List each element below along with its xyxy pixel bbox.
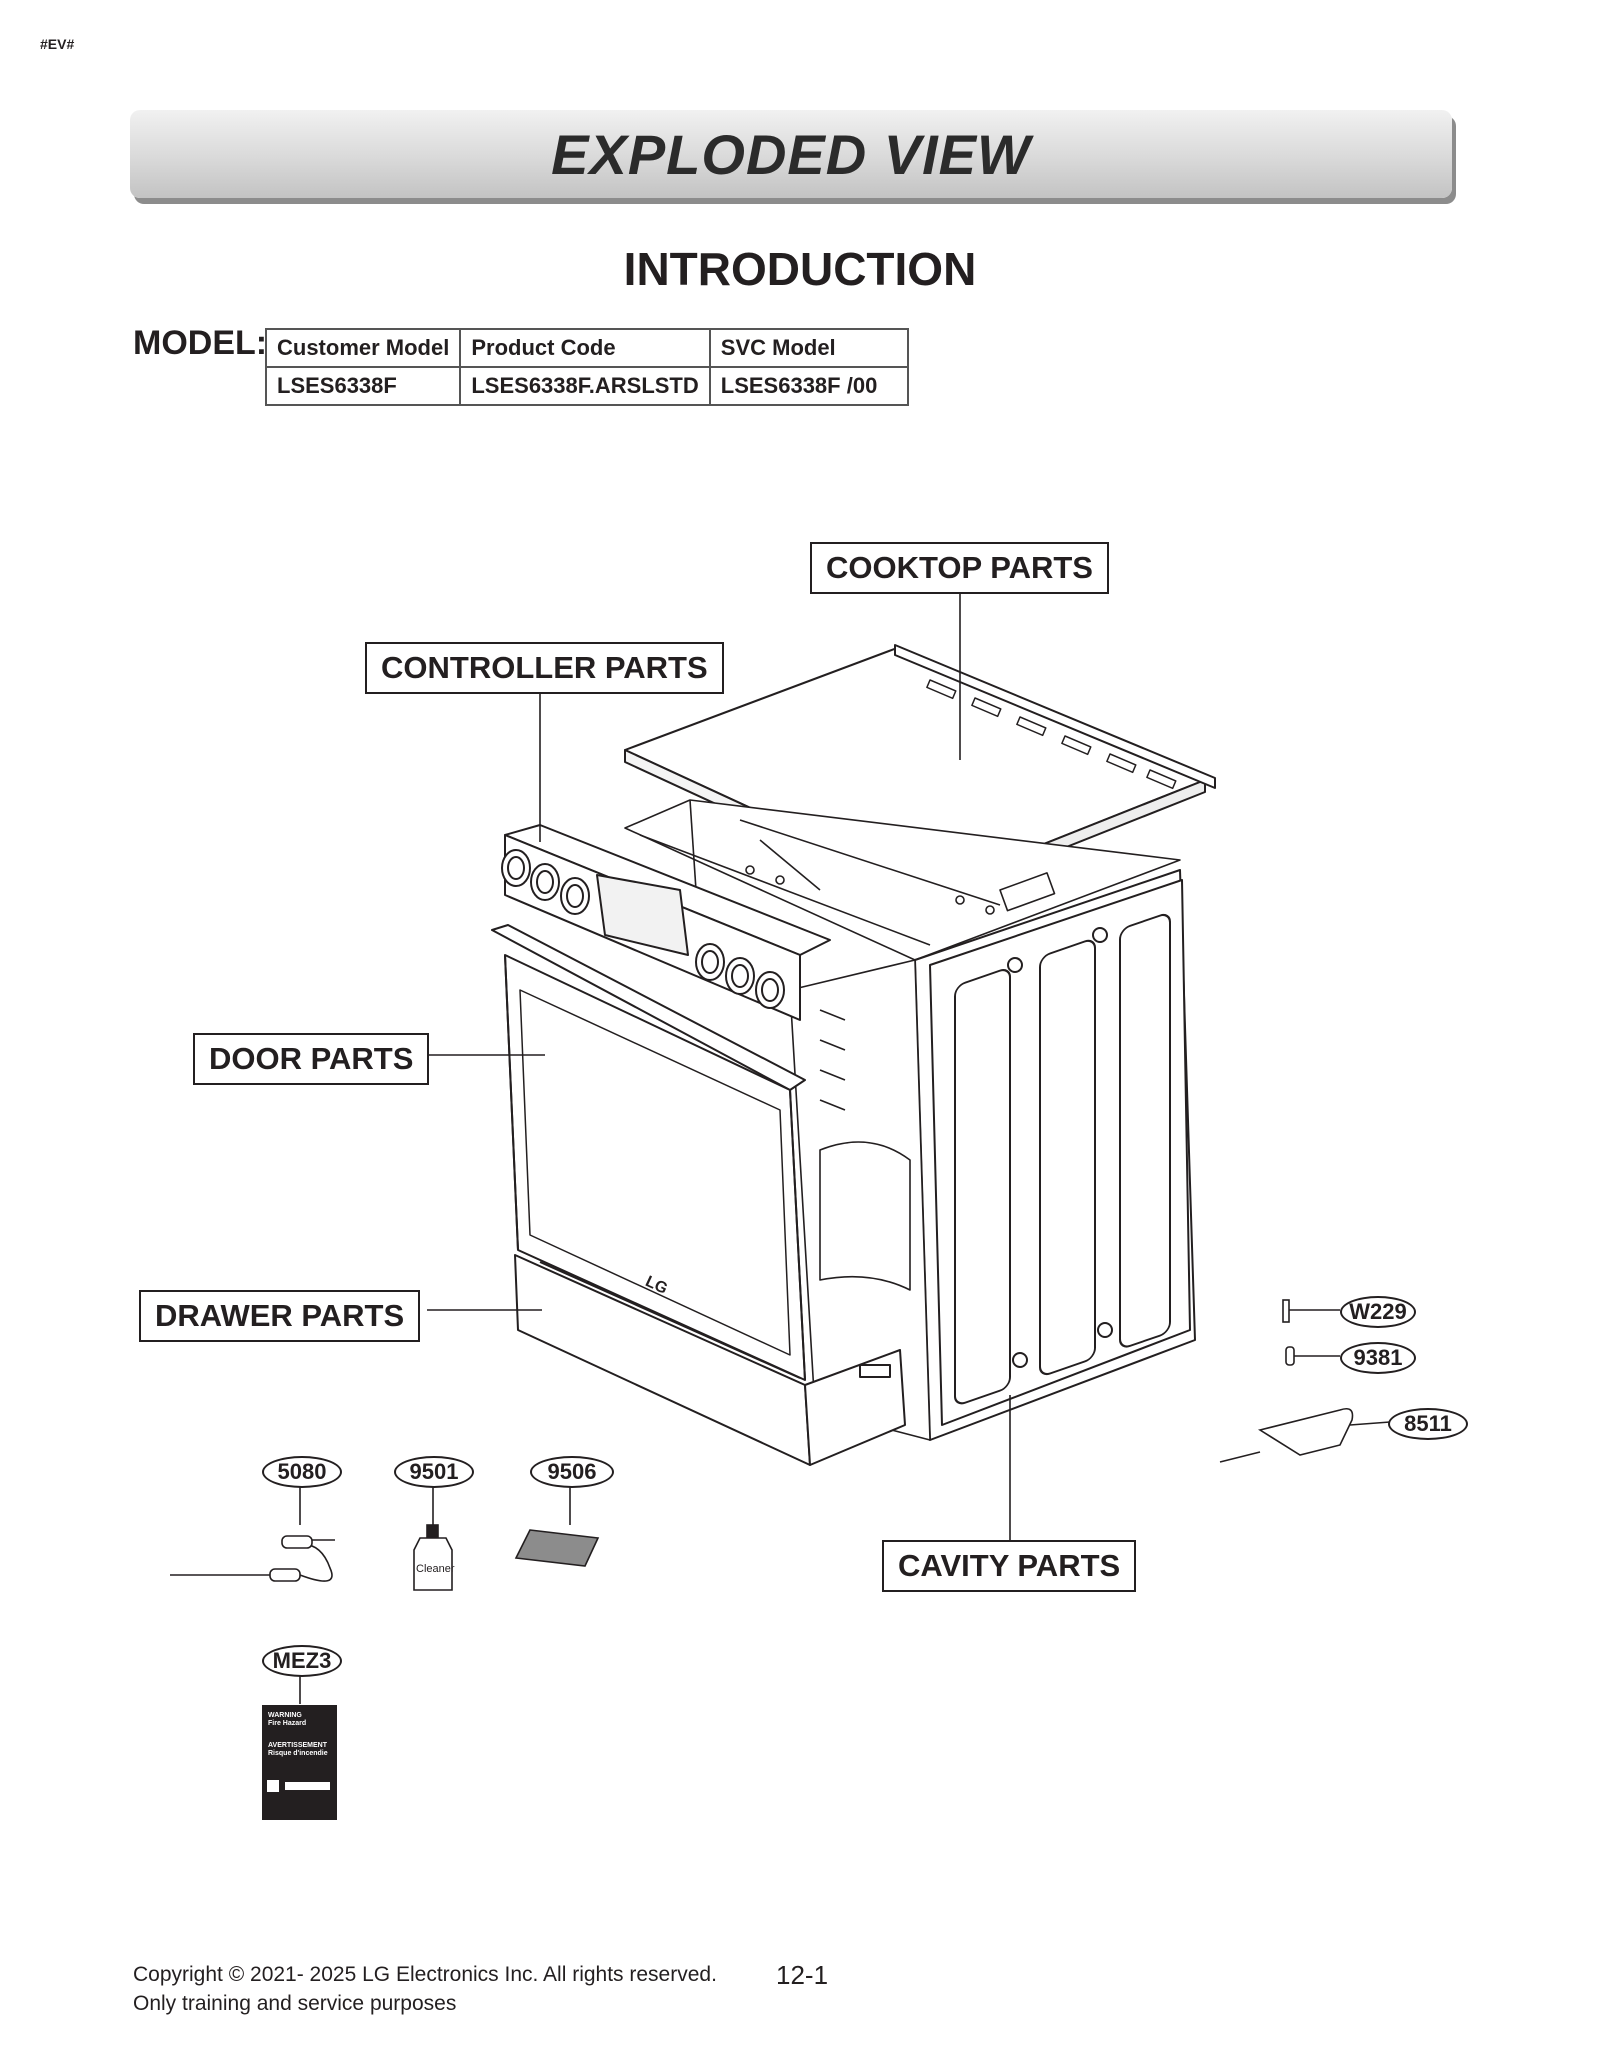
- oven-cavity: [789, 959, 931, 1441]
- page-subtitle: INTRODUCTION: [623, 243, 977, 295]
- footer-note: Only training and service purposes: [133, 1992, 457, 2015]
- callout-mez3[interactable]: MEZ3: [262, 1645, 342, 1677]
- model-label: MODEL:: [133, 324, 268, 362]
- cleaner-label: Cleaner: [416, 1563, 455, 1575]
- title-banner: EXPLODED VIEW: [130, 110, 1452, 198]
- cell-svc-model: LSES6338F /00: [708, 366, 909, 406]
- anti-tip-hardware: [1219, 1299, 1354, 1463]
- header-svc-model: SVC Model: [708, 328, 909, 368]
- callout-5080[interactable]: 5080: [262, 1456, 342, 1488]
- footer-copyright: Copyright © 2021- 2025 LG Electronics In…: [133, 1963, 717, 1986]
- cavity-side-panel: [914, 869, 1196, 1441]
- callout-9381[interactable]: 9381: [1340, 1342, 1416, 1374]
- header-customer-model: Customer Model: [264, 328, 462, 368]
- callout-w229[interactable]: W229: [1340, 1296, 1416, 1328]
- scrubbing-pad: [514, 1529, 600, 1567]
- model-table-header-row: Customer Model Product Code SVC Model: [264, 328, 909, 368]
- warming-drawer: [514, 1254, 906, 1466]
- warning-sub: Fire Hazard: [268, 1720, 307, 1727]
- control-panel: [501, 824, 831, 1021]
- warning-label-card: [262, 1705, 337, 1820]
- cooktop-parts-label[interactable]: COOKTOP PARTS: [810, 542, 1109, 594]
- page-number: 12-1: [776, 1960, 829, 1990]
- door-parts-label[interactable]: DOOR PARTS: [193, 1033, 430, 1085]
- cell-product-code: LSES6338F.ARSLSTD: [459, 366, 711, 406]
- cell-customer-model: LSES6338F: [264, 366, 462, 406]
- warning-label-text: WARNING Fire Hazard AVERTISSEMENT Risque…: [268, 1712, 334, 1758]
- warning-title: WARNING: [268, 1712, 302, 1719]
- header-product-code: Product Code: [459, 328, 711, 368]
- cavity-parts-label[interactable]: CAVITY PARTS: [882, 1540, 1137, 1592]
- oven-door: [491, 924, 806, 1381]
- warning-title-fr: AVERTISSEMENT: [268, 1742, 327, 1749]
- callout-9501[interactable]: 9501: [394, 1456, 474, 1488]
- warning-sub-fr: Risque d'incendie: [268, 1750, 328, 1757]
- cooktop-rear-vents: [926, 679, 1177, 790]
- control-knobs: [501, 849, 785, 1009]
- footer: Copyright © 2021- 2025 LG Electronics In…: [133, 1960, 717, 2018]
- model-table: Customer Model Product Code SVC Model LS…: [264, 328, 909, 406]
- cleaner-bottle: [413, 1524, 453, 1591]
- meat-probe: [170, 1535, 335, 1582]
- banner-title: EXPLODED VIEW: [551, 122, 1031, 186]
- leader-lines: [299, 593, 1391, 1704]
- callout-8511[interactable]: 8511: [1388, 1408, 1468, 1440]
- chassis-frame: [624, 799, 1181, 961]
- page-marker: #EV#: [40, 36, 75, 52]
- drawer-parts-label[interactable]: DRAWER PARTS: [139, 1290, 421, 1342]
- callout-9506[interactable]: 9506: [530, 1456, 614, 1488]
- model-table-row: LSES6338F LSES6338F.ARSLSTD LSES6338F /0…: [264, 366, 909, 406]
- controller-parts-label[interactable]: CONTROLLER PARTS: [365, 642, 724, 694]
